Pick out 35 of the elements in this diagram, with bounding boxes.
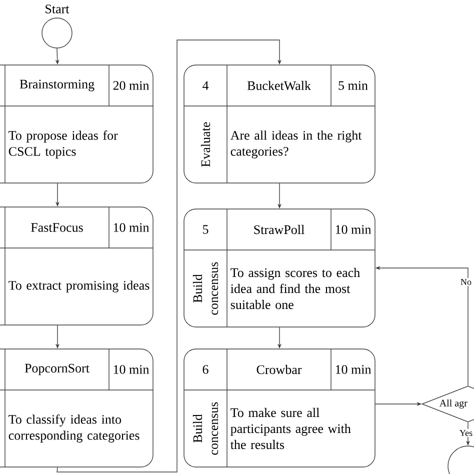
description-text: To extract promising ideas <box>8 280 150 292</box>
duration-label: 5 min <box>338 81 368 90</box>
activity-card <box>0 348 154 468</box>
activity-card <box>0 64 154 184</box>
phase-label: Evaluate <box>200 122 210 167</box>
activity-card <box>184 208 376 328</box>
description-text: To propose ideas for CSCL topics <box>8 130 118 158</box>
duration-label: 20 min <box>113 81 150 90</box>
edge-label: No <box>460 278 472 286</box>
activity-card <box>184 64 376 184</box>
duration-label: 10 min <box>114 223 150 232</box>
activity-title: PopcornSort <box>24 364 90 376</box>
start-label: Start <box>46 4 70 14</box>
activity-title: BucketWalk <box>247 80 311 90</box>
phase-label: Build concensus <box>192 262 218 315</box>
description-text: To make sure all participants agree with the results <box>230 408 351 450</box>
activity-title: Crowbar <box>256 364 302 374</box>
phase-label: Build concensus <box>192 402 218 455</box>
activity-card <box>0 206 154 326</box>
step-number: 5 <box>203 225 208 234</box>
duration-label: 10 min <box>336 365 372 374</box>
description-text: Are all ideas in the right categories? <box>230 130 362 158</box>
step-number: 4 <box>202 81 209 90</box>
arrow <box>56 40 282 472</box>
description-text: To classify ideas into corresponding categories <box>8 414 140 442</box>
circle-node <box>42 18 72 48</box>
activity-title: FastFocus <box>31 223 83 232</box>
activity-title: Brainstorming <box>20 80 94 92</box>
activity-card <box>184 348 376 468</box>
activity-title: StrawPoll <box>254 224 304 234</box>
step-number: 6 <box>202 365 208 374</box>
edge-label: Yes <box>458 429 474 437</box>
duration-label: 10 min <box>114 365 150 374</box>
duration-label: 10 min <box>336 225 372 234</box>
description-text: To assign scores to each idea and find the most suitable one <box>230 268 360 310</box>
